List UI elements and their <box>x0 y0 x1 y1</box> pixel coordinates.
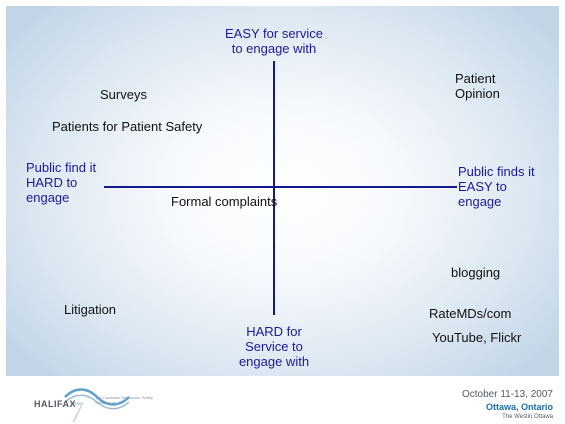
conference-logo-org: The Canadian Healthcare Safety Symposium <box>95 395 154 405</box>
left-axis-label: Public find it HARD to engage <box>26 160 97 205</box>
conference-logo-wave-icon: 7 <box>64 388 130 424</box>
vertical-axis <box>273 61 275 315</box>
item-litigation: Litigation <box>64 302 117 317</box>
matrix-panel <box>6 6 559 376</box>
event-venue: The Westin Ottawa <box>502 414 553 420</box>
right-axis-label: Public finds it EASY to engage <box>458 164 535 209</box>
event-date: October 11-13, 2007 <box>462 389 553 400</box>
item-patients-for-patient-safety: Patients for Patient Safety <box>52 119 203 134</box>
item-surveys: Surveys <box>100 87 147 102</box>
bottom-axis-label: HARD for Service to engage with <box>238 324 310 369</box>
item-formal-complaints: Formal complaints <box>171 194 278 209</box>
event-city: Ottawa, Ontario <box>485 402 553 412</box>
item-youtube-flickr: YouTube, Flickr <box>432 330 522 345</box>
conference-logo-text: HALIFAX <box>34 399 77 409</box>
top-axis-label: EASY for service to engage with <box>224 26 324 56</box>
item-patient-opinion: Patient Opinion <box>455 71 500 101</box>
item-ratemds: RateMDs/com <box>429 306 512 321</box>
footer <box>0 380 565 424</box>
conference-logo-number: 7 <box>69 396 84 424</box>
item-blogging: blogging <box>451 265 501 280</box>
horizontal-axis <box>104 186 457 188</box>
